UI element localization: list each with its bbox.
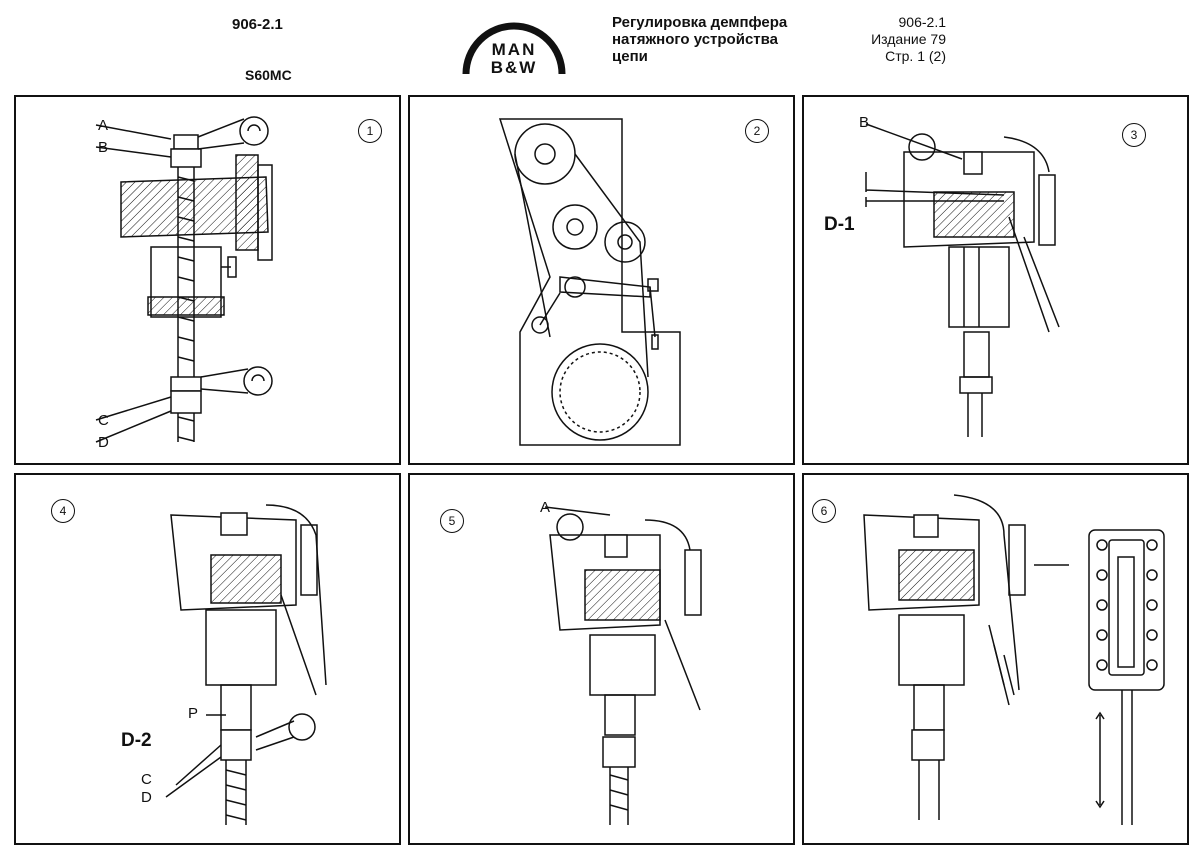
figure-number: 2: [745, 119, 769, 143]
title-line: цепи: [612, 48, 648, 65]
man-bw-logo: MAN B&W: [462, 22, 566, 77]
label-d2: D-2: [121, 730, 152, 751]
damper-gauge-drawing: [863, 494, 1165, 825]
damper-section-drawing: [95, 116, 273, 443]
label-c: C: [141, 771, 152, 788]
figure-panel-5: 5 A: [408, 473, 795, 845]
label-p: P: [188, 705, 199, 722]
figure-number: 6: [812, 499, 836, 523]
label-d1: D-1: [824, 214, 855, 235]
figure-number: 3: [1122, 123, 1146, 147]
damper-adjust-drawing-5: [544, 506, 702, 825]
figure-panel-1: 1: [14, 95, 401, 465]
label-b: B: [859, 114, 870, 131]
meta-edition: Издание 79: [871, 31, 946, 47]
meta-code: 906-2.1: [898, 14, 946, 30]
label-d: D: [141, 789, 152, 806]
label-b: B: [98, 139, 109, 156]
figure-panel-3: 3 B D-1: [802, 95, 1189, 465]
label-c: C: [98, 412, 109, 429]
figure-panel-6: 6: [802, 473, 1189, 845]
figure-number: 1: [358, 119, 382, 143]
meta-page: Стр. 1 (2): [885, 48, 946, 64]
damper-adjust-drawing-4: [165, 504, 327, 825]
logo-text-bottom: B&W: [491, 58, 538, 77]
figure-number: 4: [51, 499, 75, 523]
engine-type: S60MC: [245, 67, 292, 83]
figure-number: 5: [440, 509, 464, 533]
figure-panel-4: 4 P D-2 C D: [14, 473, 401, 845]
document-code: 906-2.1: [232, 16, 283, 33]
document-meta: 906-2.1 Издание 79 Стр. 1 (2): [871, 14, 946, 65]
damper-adjust-drawing-3: [865, 123, 1060, 437]
chain-drive-drawing: [498, 118, 681, 446]
document-title: Регулировка демпфера натяжного устройств…: [612, 14, 852, 65]
label-a: A: [98, 117, 109, 134]
label-a: A: [540, 499, 551, 516]
title-line: Регулировка демпфера: [612, 14, 788, 31]
logo-text-top: MAN: [492, 40, 537, 59]
label-d: D: [98, 434, 109, 451]
title-line: натяжного устройства: [612, 31, 778, 48]
figure-panel-2: 2: [408, 95, 795, 465]
